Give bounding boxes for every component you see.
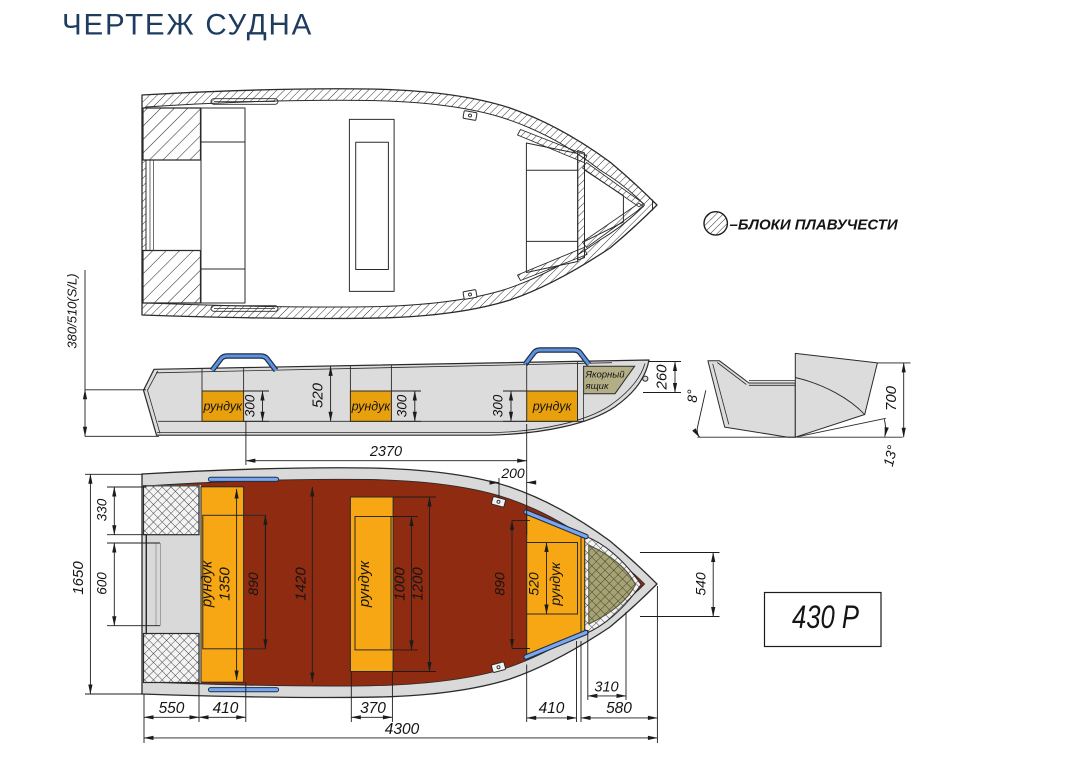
svg-text:рундук: рундук: [547, 561, 563, 607]
svg-text:ЧЕРТЕЖ СУДНА: ЧЕРТЕЖ СУДНА: [62, 9, 313, 42]
svg-text:4300: 4300: [385, 721, 420, 738]
svg-text:260: 260: [654, 364, 671, 391]
svg-text:рундук: рундук: [532, 400, 573, 414]
svg-text:300: 300: [243, 394, 258, 417]
svg-text:540: 540: [693, 572, 709, 596]
svg-text:550: 550: [159, 700, 185, 717]
svg-text:890: 890: [492, 572, 508, 596]
svg-text:700: 700: [883, 385, 900, 411]
svg-text:1350: 1350: [217, 567, 234, 601]
svg-text:580: 580: [606, 700, 632, 717]
svg-text:рундук: рундук: [356, 560, 373, 608]
svg-text:Якорный: Якорный: [585, 370, 626, 381]
svg-text:1000: 1000: [392, 567, 409, 601]
svg-text:–БЛОКИ ПЛАВУЧЕСТИ: –БЛОКИ ПЛАВУЧЕСТИ: [730, 217, 899, 234]
svg-text:300: 300: [491, 394, 506, 417]
svg-text:ящик: ящик: [585, 381, 609, 392]
svg-text:890: 890: [245, 572, 261, 596]
svg-text:520: 520: [310, 382, 327, 408]
svg-text:600: 600: [95, 572, 110, 595]
svg-text:1420: 1420: [293, 567, 310, 601]
svg-text:370: 370: [360, 700, 386, 717]
svg-text:430 Р: 430 Р: [792, 599, 859, 635]
svg-text:410: 410: [213, 700, 239, 717]
svg-text:1650: 1650: [70, 561, 87, 595]
svg-text:330: 330: [95, 498, 110, 521]
svg-text:410: 410: [539, 700, 565, 717]
svg-text:8°: 8°: [684, 389, 700, 403]
svg-text:13°: 13°: [880, 443, 900, 468]
svg-text:520: 520: [526, 572, 542, 596]
svg-text:рундук: рундук: [199, 560, 216, 608]
svg-text:2370: 2370: [369, 444, 402, 460]
svg-text:рундук: рундук: [351, 400, 392, 414]
svg-text:300: 300: [395, 394, 410, 417]
svg-text:рундук: рундук: [203, 400, 244, 414]
svg-text:380/510(S/L): 380/510(S/L): [65, 273, 80, 348]
svg-text:1200: 1200: [410, 567, 427, 601]
svg-text:200: 200: [500, 465, 525, 481]
svg-text:310: 310: [594, 680, 618, 696]
